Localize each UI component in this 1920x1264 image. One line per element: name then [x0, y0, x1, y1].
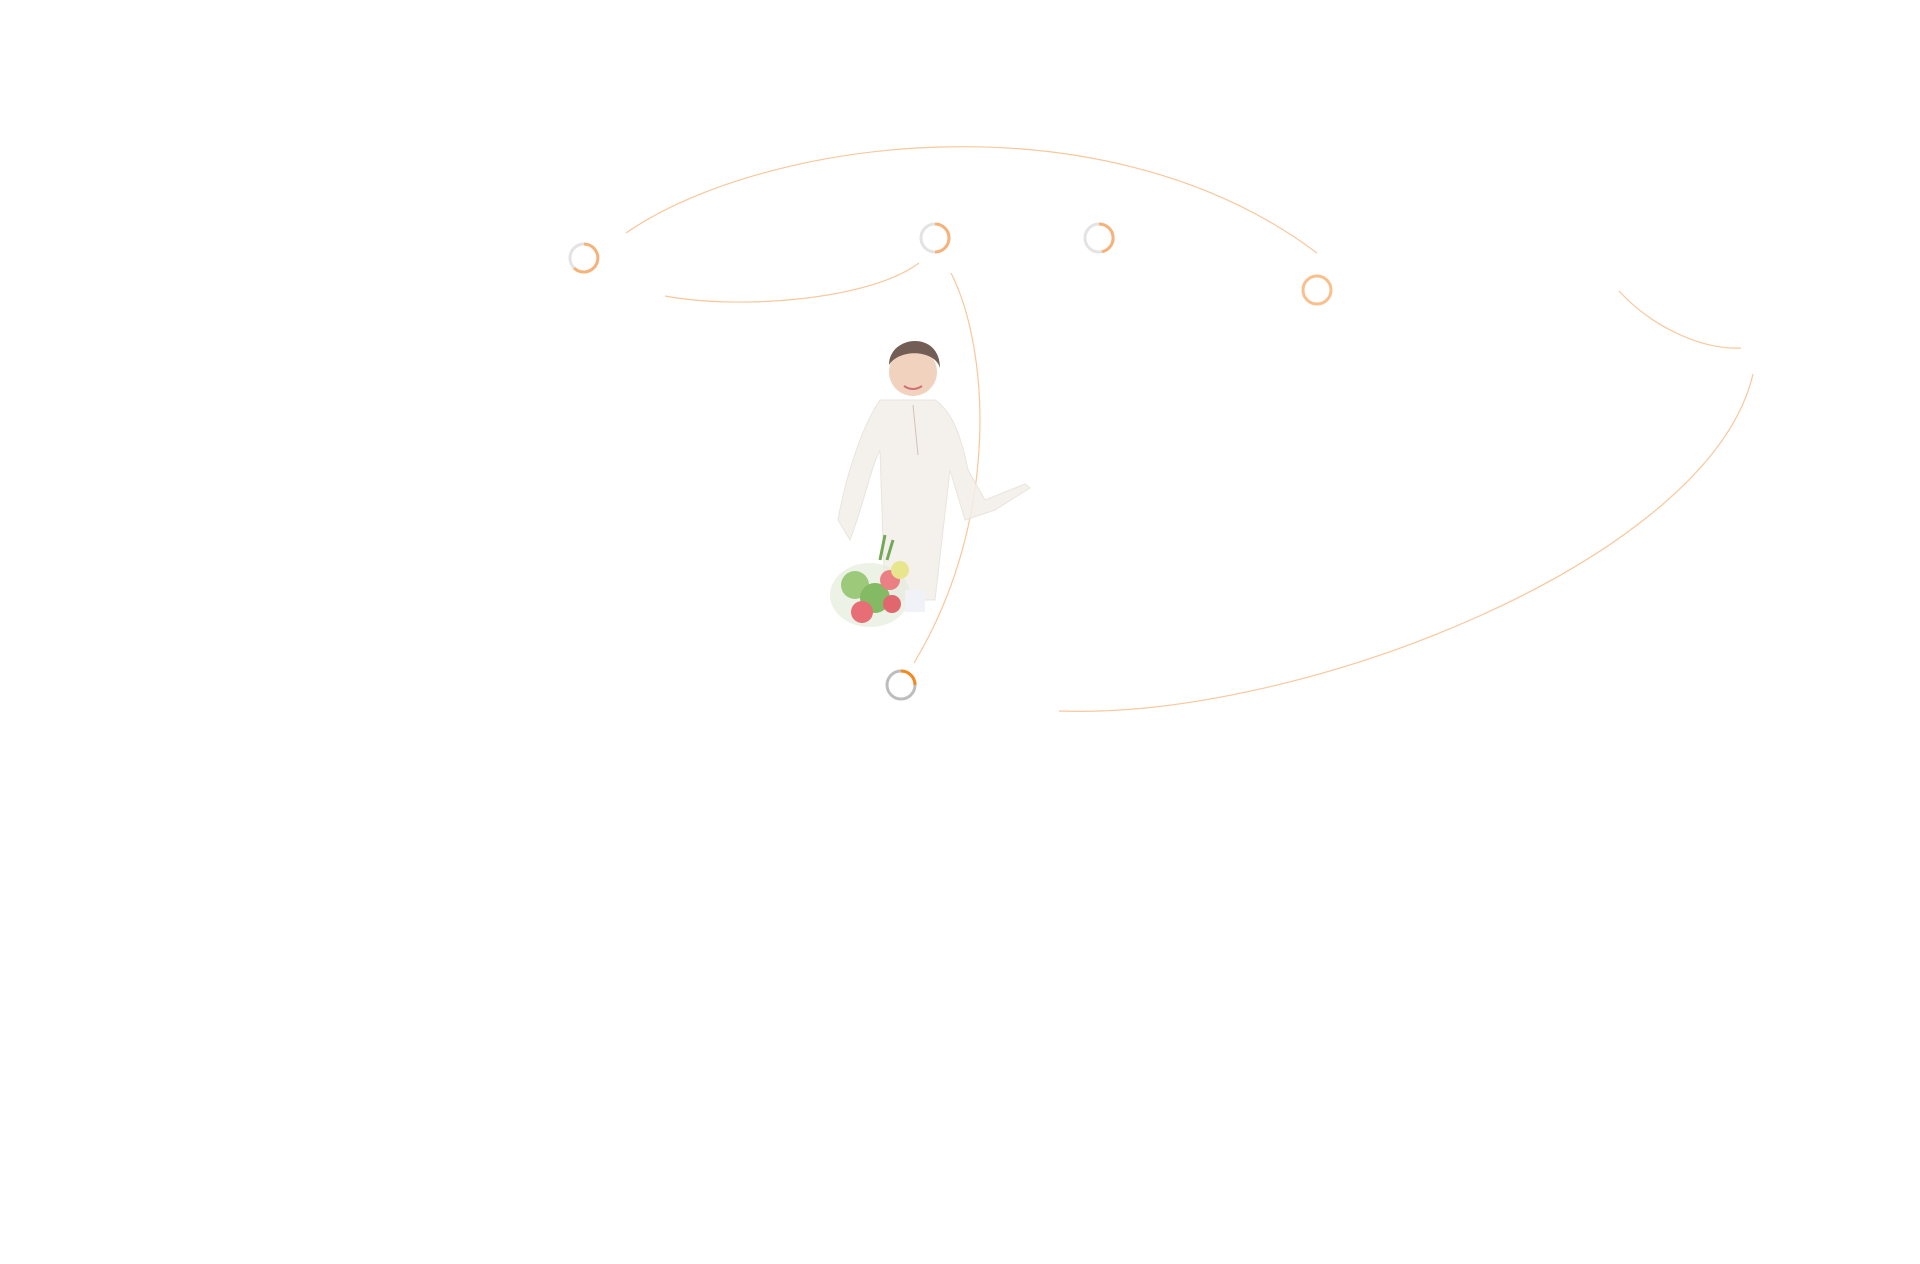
- hotspot-progress-arc: [572, 242, 600, 274]
- connector-right-small-arc: [1618, 290, 1742, 349]
- hotspot-3[interactable]: [1083, 222, 1115, 254]
- connector-big-arc: [1058, 373, 1754, 712]
- hotspot-ring-icon: [1301, 274, 1333, 306]
- hotspot-1[interactable]: [568, 242, 600, 274]
- hotspot-progress-arc: [1098, 222, 1115, 254]
- connector-lines: [625, 146, 1754, 712]
- hotspot-2[interactable]: [919, 222, 951, 254]
- connector-vertical-arc: [913, 272, 981, 664]
- connector-left-arc: [664, 262, 920, 303]
- woman-with-vegetables-image: [830, 340, 1031, 627]
- hotspot-5[interactable]: [885, 669, 917, 701]
- connector-top-arc: [625, 146, 1318, 254]
- hotspot-progress-arc: [900, 669, 917, 686]
- hotspot-progress-arc: [934, 222, 951, 254]
- hotspot-4[interactable]: [1301, 274, 1333, 306]
